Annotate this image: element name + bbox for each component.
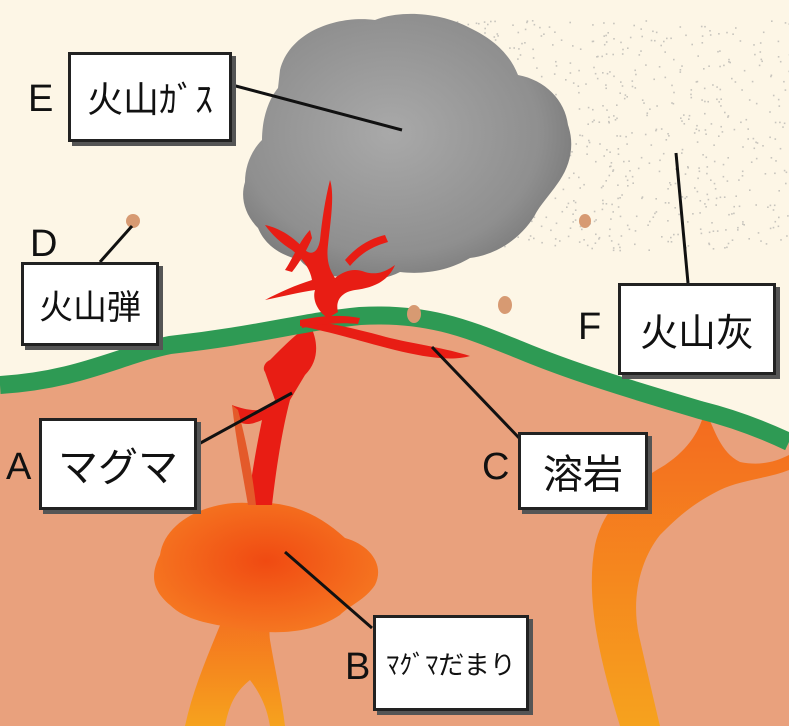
letter-B: B	[345, 646, 371, 688]
label-text-volcanic-bomb: 火山弾	[39, 287, 141, 328]
letter-C: C	[482, 446, 510, 488]
label-text-magma-chamber: ﾏｸﾞﾏだまり	[386, 650, 516, 681]
conduit	[232, 325, 317, 505]
leader-A	[194, 391, 293, 448]
label-text-magma: マグマ	[58, 445, 178, 491]
label-text-volcanic-ash: 火山灰	[639, 310, 754, 355]
magma-chamber-shape	[154, 502, 379, 633]
leader-D	[98, 225, 134, 263]
label-box-F: 火山灰	[618, 283, 776, 375]
leader-C	[430, 345, 524, 443]
letter-A: A	[6, 446, 32, 488]
volcanic-bombs	[126, 214, 591, 323]
leader-F	[674, 152, 690, 284]
label-box-D: 火山弾	[21, 262, 159, 346]
letter-D: D	[30, 223, 58, 265]
letter-F: F	[578, 306, 602, 348]
leader-E	[231, 83, 403, 132]
label-text-lava: 溶岩	[543, 452, 623, 498]
label-box-C: 溶岩	[518, 432, 648, 510]
dike-left	[232, 405, 256, 505]
leader-lines	[98, 83, 690, 630]
surface-layer	[0, 306, 789, 451]
label-box-A: マグマ	[39, 418, 197, 510]
ground	[0, 315, 789, 726]
leader-B	[284, 550, 373, 630]
label-box-E: 火山ｶﾞｽ	[68, 52, 232, 142]
label-box-B: ﾏｸﾞﾏだまり	[373, 615, 529, 711]
label-text-volcanic-gas: 火山ｶﾞｽ	[86, 80, 213, 121]
lava-eruption	[265, 180, 470, 359]
letter-E: E	[28, 78, 54, 120]
